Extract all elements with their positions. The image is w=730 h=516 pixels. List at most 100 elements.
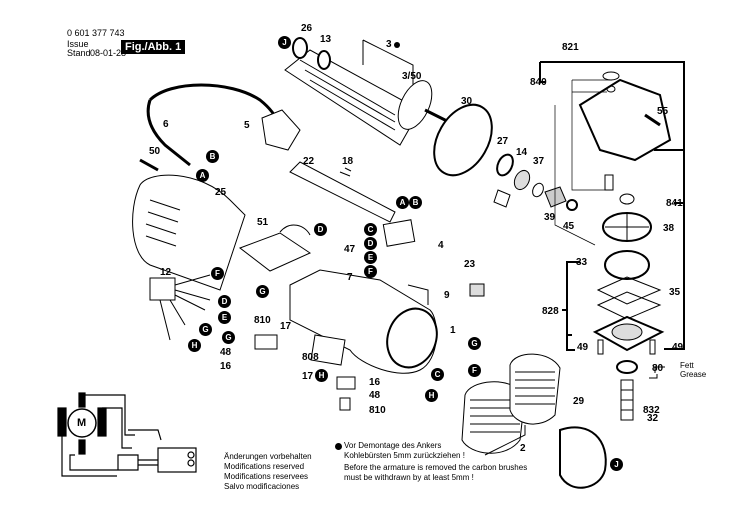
label-841: 841 [666, 198, 683, 209]
bearing-13 [317, 50, 331, 70]
issue-label: Issue [67, 39, 89, 49]
plug [261, 109, 301, 151]
fan-30 [433, 103, 493, 177]
label-810-top: 810 [254, 315, 271, 326]
armature-note-de-1: Vor Demontage des Ankers [344, 441, 442, 450]
label-50: 50 [149, 146, 161, 157]
label-22: 22 [303, 156, 315, 167]
label-3-50: 3/50 [402, 71, 422, 82]
callout-g-connector: G [199, 323, 212, 336]
label-16-top: 16 [220, 361, 232, 372]
label-1: 1 [450, 325, 456, 336]
callout-e-connector: E [218, 311, 231, 324]
callout-c-module: C [364, 223, 377, 236]
main-housing-1 [289, 269, 438, 374]
label-3: 3 [386, 39, 392, 50]
note-bullet-icon [394, 42, 400, 48]
stand-label: Stand [67, 48, 91, 58]
callout-j-guard: J [610, 458, 623, 471]
callout-a-cord: A [196, 169, 209, 182]
label-14: 14 [516, 147, 528, 158]
callout-f-coil: F [468, 364, 481, 377]
modifications-fr: Modifications reservees [224, 472, 309, 481]
armature-note-en-1: Before the armature is removed the carbo… [344, 463, 528, 472]
callout-b-switch: B [409, 196, 422, 209]
label-832: 832 [643, 405, 660, 416]
label-51: 51 [257, 217, 269, 228]
label-29: 29 [573, 396, 585, 407]
callout-h-brush: H [315, 369, 328, 382]
gear-head-housing [578, 78, 672, 162]
label-828: 828 [542, 306, 559, 317]
label-27: 27 [497, 136, 509, 147]
motor-housing-25 [132, 174, 246, 291]
label-840: 840 [530, 77, 547, 88]
modifications-note: Änderungen vorbehalten Modifications res… [224, 452, 312, 492]
label-37: 37 [533, 156, 545, 167]
label-5: 5 [244, 120, 250, 131]
label-7: 7 [347, 272, 353, 283]
label-32: 32 [647, 413, 659, 424]
callout-f-connector: F [211, 267, 224, 280]
label-39: 39 [544, 212, 556, 223]
label-48-top: 48 [220, 347, 232, 358]
modifications-de: Änderungen vorbehalten [224, 452, 312, 461]
wiring-diagram [57, 392, 197, 477]
label-6: 6 [163, 119, 169, 130]
callout-a-switch: A [396, 196, 409, 209]
modifications-es: Salvo modificaciones [224, 482, 300, 491]
label-45: 45 [563, 221, 575, 232]
label-821: 821 [562, 42, 579, 53]
armature-note-en-2: must be withdrawn by at least 5mm ! [344, 473, 474, 482]
callout-d-switch51: D [314, 223, 327, 236]
label-17-bottom: 17 [302, 371, 314, 382]
label-35: 35 [669, 287, 681, 298]
label-16-bottom: 16 [369, 377, 381, 388]
connector-12 [149, 277, 176, 301]
bearing-26 [292, 37, 308, 59]
label-13: 13 [320, 34, 332, 45]
label-18: 18 [342, 156, 354, 167]
switch-module-4 [382, 219, 416, 247]
label-23: 23 [464, 259, 476, 270]
label-26: 26 [301, 23, 313, 34]
issue-date: 08-01-28 [90, 48, 127, 58]
label-80: 80 [652, 363, 664, 374]
label-49-right: 49 [672, 342, 684, 353]
screw-50 [139, 158, 159, 172]
note-bullet-icon [335, 443, 342, 450]
label-17-top: 17 [280, 321, 292, 332]
label-9: 9 [444, 290, 450, 301]
label-55: 55 [657, 106, 669, 117]
label-38: 38 [663, 223, 675, 234]
callout-g-coil: G [468, 337, 481, 350]
callout-f-module: F [364, 265, 377, 278]
label-30: 30 [461, 96, 473, 107]
modifications-en: Modifications reserved [224, 462, 305, 471]
field-coil-2b [509, 353, 561, 425]
grease-label-en: Grease [680, 370, 707, 379]
callout-d-module: D [364, 237, 377, 250]
callout-j-top: J [278, 36, 291, 49]
callout-d-connector: D [218, 295, 231, 308]
callout-h-connector: H [188, 339, 201, 352]
switch-51 [238, 232, 312, 272]
callout-h-coil: H [425, 389, 438, 402]
label-25: 25 [215, 187, 227, 198]
label-2: 2 [520, 443, 526, 454]
power-cord [148, 83, 282, 126]
label-810-bottom: 810 [369, 405, 386, 416]
callout-b-cord: B [206, 150, 219, 163]
guard-29 [559, 426, 607, 489]
lever-22 [289, 161, 396, 223]
label-808: 808 [302, 352, 319, 363]
motor-symbol: M [77, 417, 87, 429]
label-47: 47 [344, 244, 356, 255]
armature-note-de-2: Kohlebürsten 5mm zurückziehen ! [344, 451, 465, 460]
callout-g-switch51: G [256, 285, 269, 298]
callout-e-module: E [364, 251, 377, 264]
label-12: 12 [160, 267, 172, 278]
callout-g-brush: G [222, 331, 235, 344]
part-number: 0 601 377 743 [67, 28, 125, 38]
